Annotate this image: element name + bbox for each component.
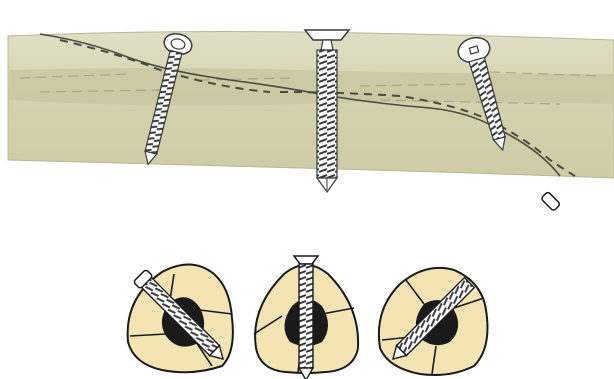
cross-section-middle bbox=[254, 256, 358, 379]
bone-body bbox=[8, 32, 614, 179]
cross-section-left bbox=[128, 264, 233, 372]
cross-section-right bbox=[379, 191, 561, 375]
bone-shaft bbox=[8, 32, 614, 179]
